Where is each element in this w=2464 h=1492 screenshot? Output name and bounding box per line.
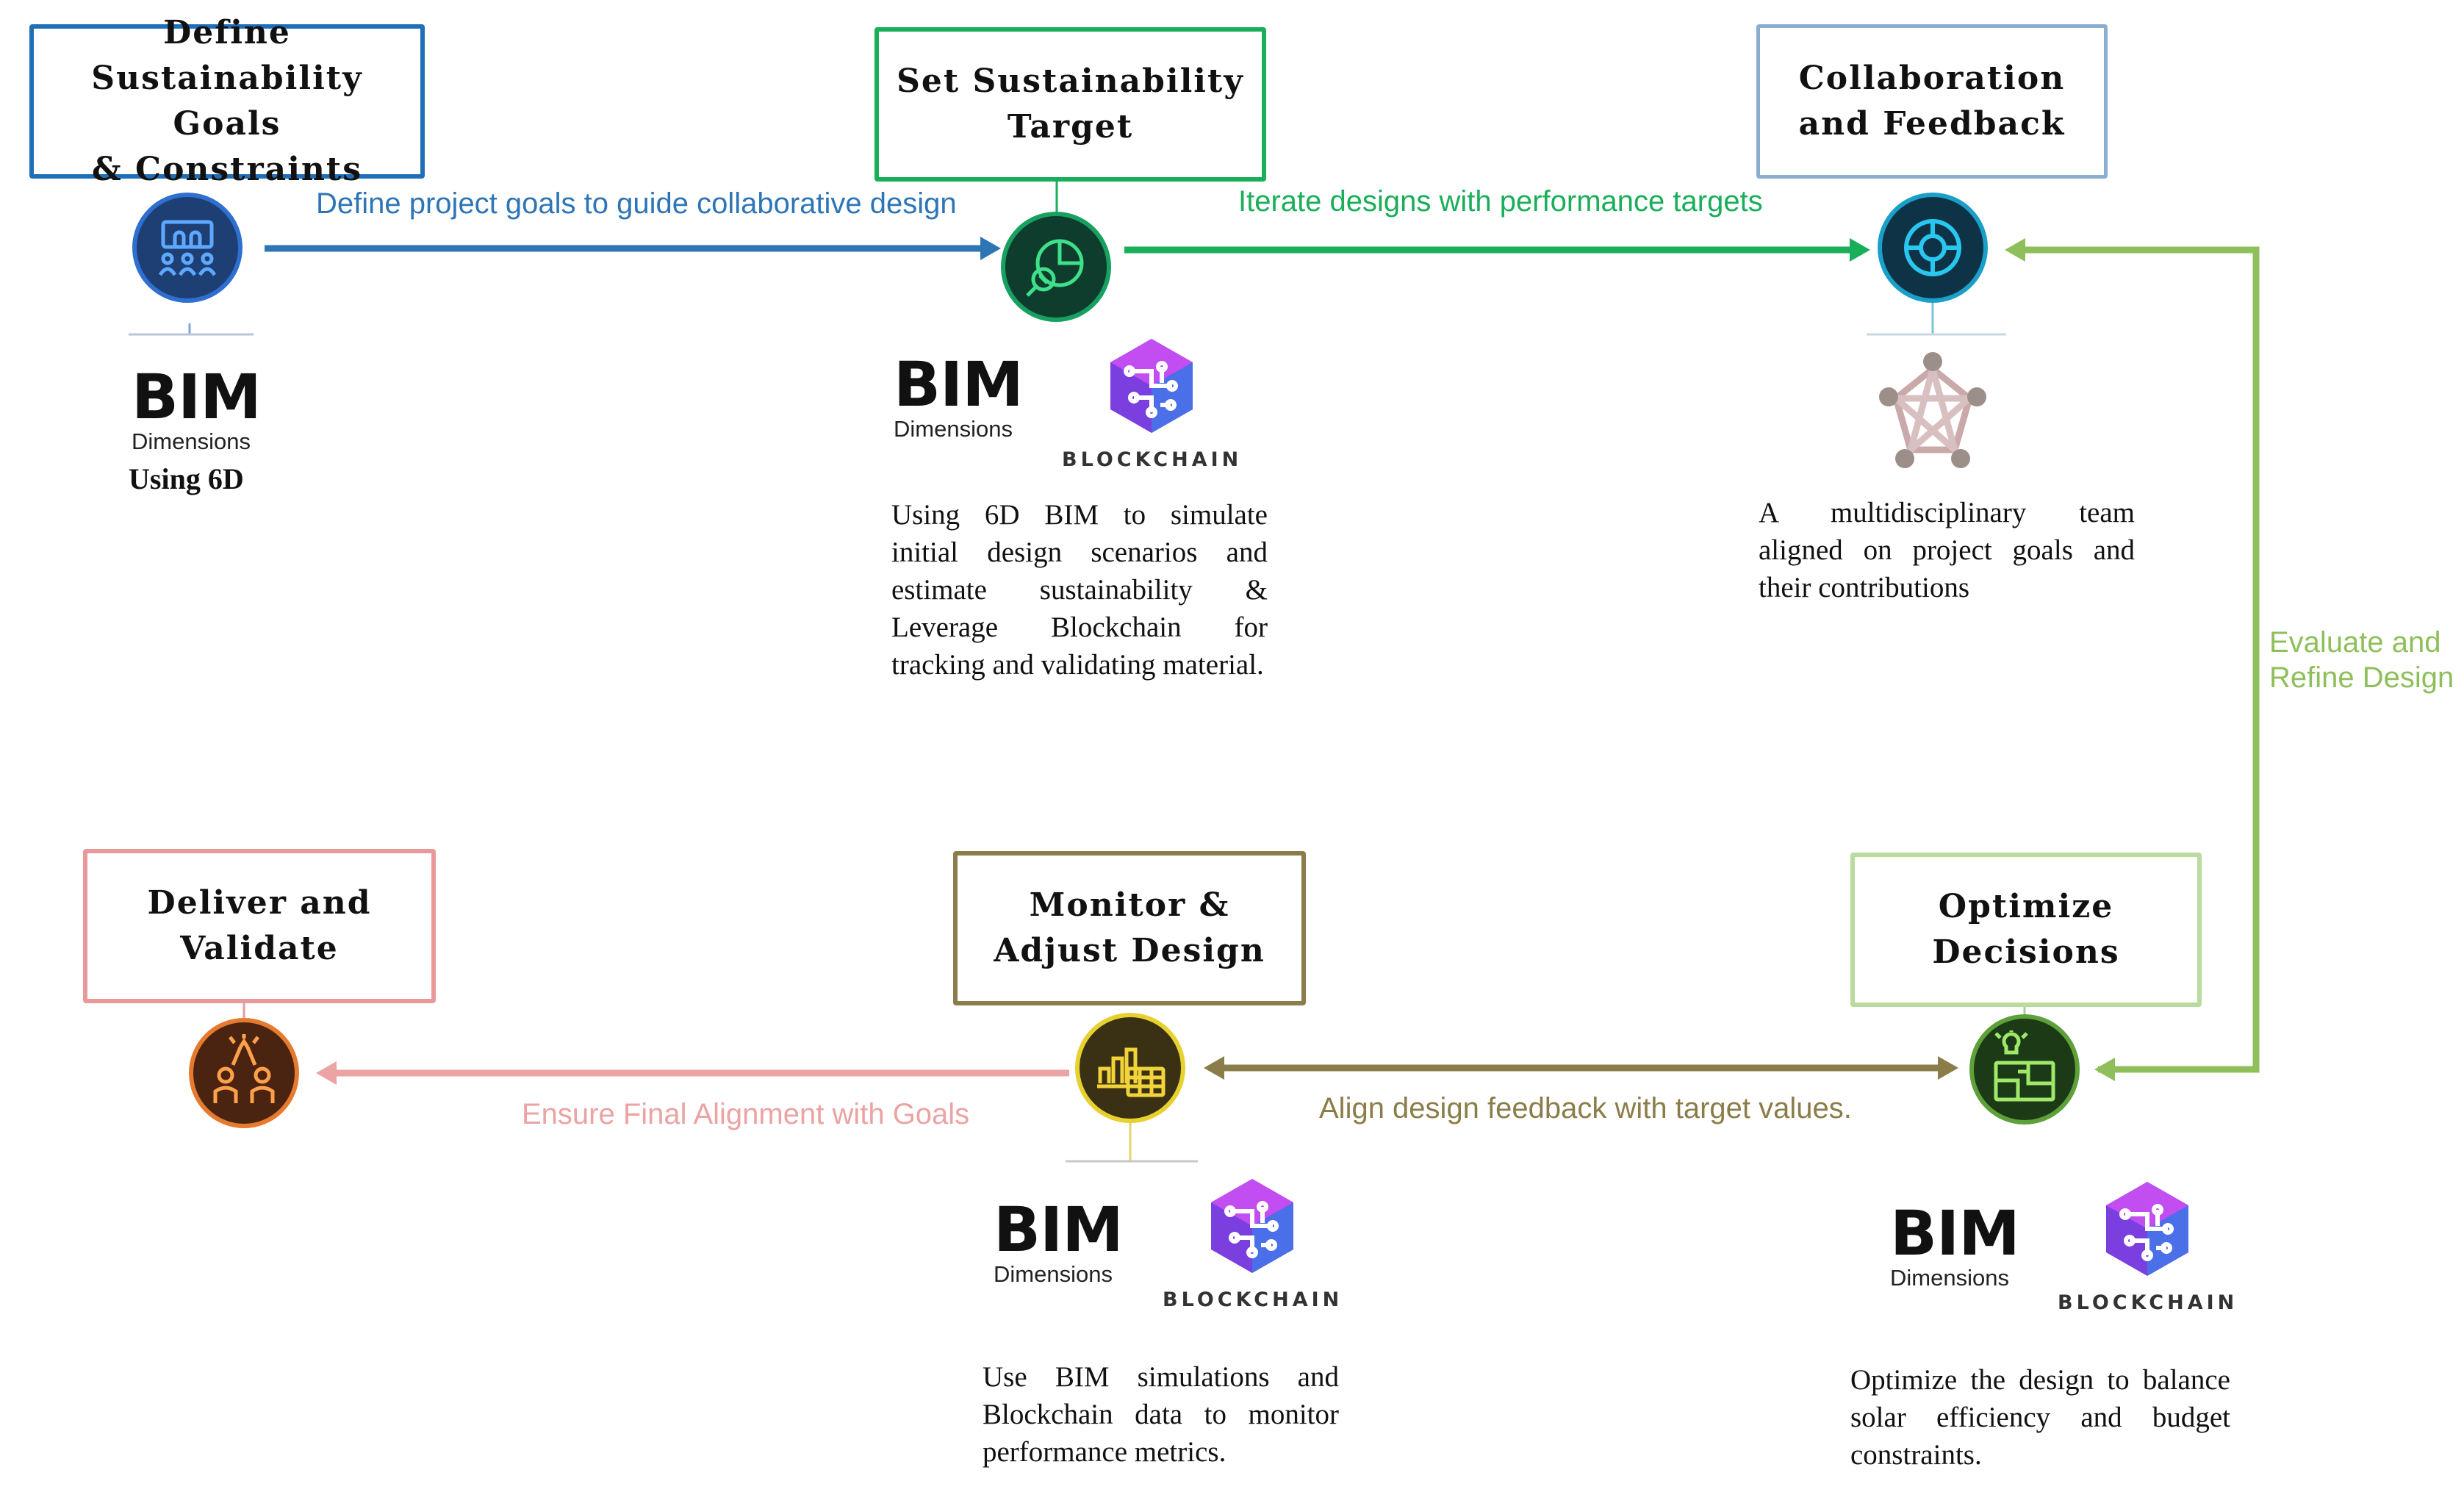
bim-logo-sub: Dimensions xyxy=(132,428,251,454)
arrowhead-optimize-to-collab xyxy=(2005,238,2025,262)
stage-collaboration-box: Collaboration and Feedback xyxy=(1756,24,2108,179)
blockchain-mark-icon xyxy=(1110,339,1193,433)
arrowhead-target-to-collab xyxy=(1850,238,1870,262)
bim-dimensions-logo-monitor: BIM Dimensions xyxy=(991,1197,1167,1292)
arrowhead-define-to-target xyxy=(980,237,1001,260)
bim-logo-word: BIM xyxy=(994,1194,1124,1266)
arrowhead-to-monitor xyxy=(1204,1056,1224,1080)
target-icon xyxy=(1001,212,1111,322)
stage-deliver-box: Deliver and Validate xyxy=(83,849,436,1003)
blockchain-logo-word: BLOCKCHAIN xyxy=(1062,448,1243,471)
blockchain-logo-monitor: BLOCKCHAIN xyxy=(1163,1174,1339,1329)
stage-monitor-box: Monitor & Adjust Design xyxy=(953,851,1306,1005)
team-meeting-icon xyxy=(132,193,243,303)
bim-logo-word: BIM xyxy=(132,361,262,433)
bim-dimensions-logo-target: BIM Dimensions xyxy=(891,351,1067,447)
collaboration-target-icon xyxy=(1878,193,1988,303)
blockchain-mark-icon xyxy=(2106,1182,2188,1276)
blockchain-logo-word: BLOCKCHAIN xyxy=(1163,1288,1343,1311)
bim-logo-word: BIM xyxy=(1890,1197,2020,1269)
bim-logo-sub: Dimensions xyxy=(894,416,1013,442)
chart-table-icon xyxy=(1075,1013,1185,1123)
arrowhead-monitor-to-deliver xyxy=(316,1061,337,1085)
description-optimize: Optimize the design to balance solar eff… xyxy=(1850,1364,2230,1471)
arrowhead-to-optimize xyxy=(1938,1056,1958,1080)
stage-optimize-box: Optimize Decisions xyxy=(1850,853,2202,1007)
description-set-target: Using 6D BIM to simulate initial design … xyxy=(891,499,1268,681)
bim-dimensions-logo-define: BIM Dimensions xyxy=(129,364,305,459)
blockchain-mark-icon xyxy=(1211,1179,1293,1273)
description-collaboration: A multidisciplinary team aligned on proj… xyxy=(1759,497,2135,603)
edge-label-optimize-monitor: Align design feedback with target values… xyxy=(1319,1092,1852,1125)
bim-logo-sub: Dimensions xyxy=(994,1261,1113,1287)
description-monitor: Use BIM simulations and Blockchain data … xyxy=(983,1361,1339,1468)
arrowhead-into-optimize xyxy=(2094,1058,2115,1081)
blockchain-logo-word: BLOCKCHAIN xyxy=(2058,1291,2238,1314)
stage-define-box: Define Sustainability Goals & Constraint… xyxy=(29,14,425,188)
edge-label-define-to-target: Define project goals to guide collaborat… xyxy=(316,187,957,220)
bim-caption-using-6d: Using 6D xyxy=(129,462,244,495)
team-circle-icon xyxy=(1879,352,1986,468)
bim-logo-sub: Dimensions xyxy=(1890,1265,2009,1291)
edge-label-target-to-collab: Iterate designs with performance targets xyxy=(1238,185,1763,218)
high-five-icon xyxy=(189,1018,299,1128)
stage-set-target-box: Set Sustainability Target xyxy=(874,27,1266,182)
blockchain-logo-target: BLOCKCHAIN xyxy=(1062,334,1238,489)
edge-label-optimize-to-collab: Evaluate and Refine Design xyxy=(2269,626,2454,694)
bim-dimensions-logo-optimize: BIM Dimensions xyxy=(1887,1200,2063,1296)
edge-label-monitor-to-deliver: Ensure Final Alignment with Goals xyxy=(522,1098,970,1130)
idea-plan-icon xyxy=(1969,1014,2080,1125)
blockchain-logo-optimize: BLOCKCHAIN xyxy=(2058,1177,2234,1332)
arrow-optimize-to-collab xyxy=(2025,246,2260,1073)
bim-logo-word: BIM xyxy=(894,348,1024,420)
